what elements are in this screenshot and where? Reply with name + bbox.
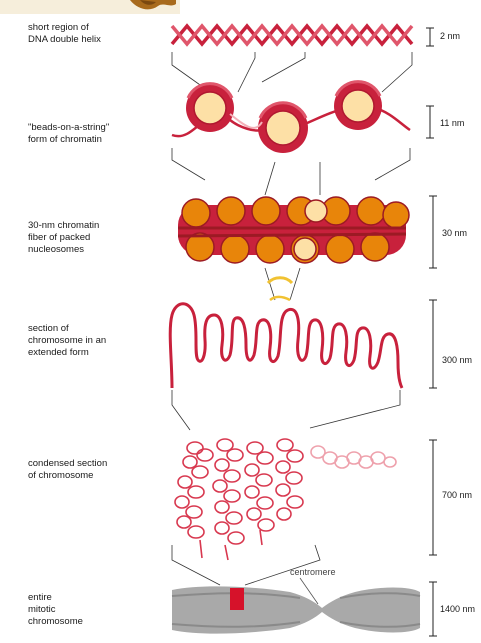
corner-image-fragment — [0, 0, 180, 14]
nucleosome-2 — [258, 103, 308, 153]
nucleosome-1 — [186, 84, 234, 132]
nucleosome-3 — [334, 82, 382, 130]
condensed-chromosome-section — [175, 439, 396, 560]
scale-bar-2nm — [426, 28, 434, 46]
scale-bars — [426, 28, 437, 636]
scale-bar-1400nm — [429, 582, 437, 636]
scale-bar-700nm — [429, 440, 437, 555]
dna-double-helix — [172, 26, 412, 44]
scale-bar-300nm — [429, 300, 437, 388]
mitotic-chromosome — [172, 578, 420, 634]
extended-chromosome-loops — [170, 297, 402, 388]
chromosome-highlight-region — [230, 588, 244, 610]
chromatin-fiber-30nm — [178, 197, 409, 283]
scale-bar-11nm — [426, 106, 434, 138]
scale-bar-30nm — [429, 196, 437, 268]
beads-on-a-string — [172, 82, 410, 153]
